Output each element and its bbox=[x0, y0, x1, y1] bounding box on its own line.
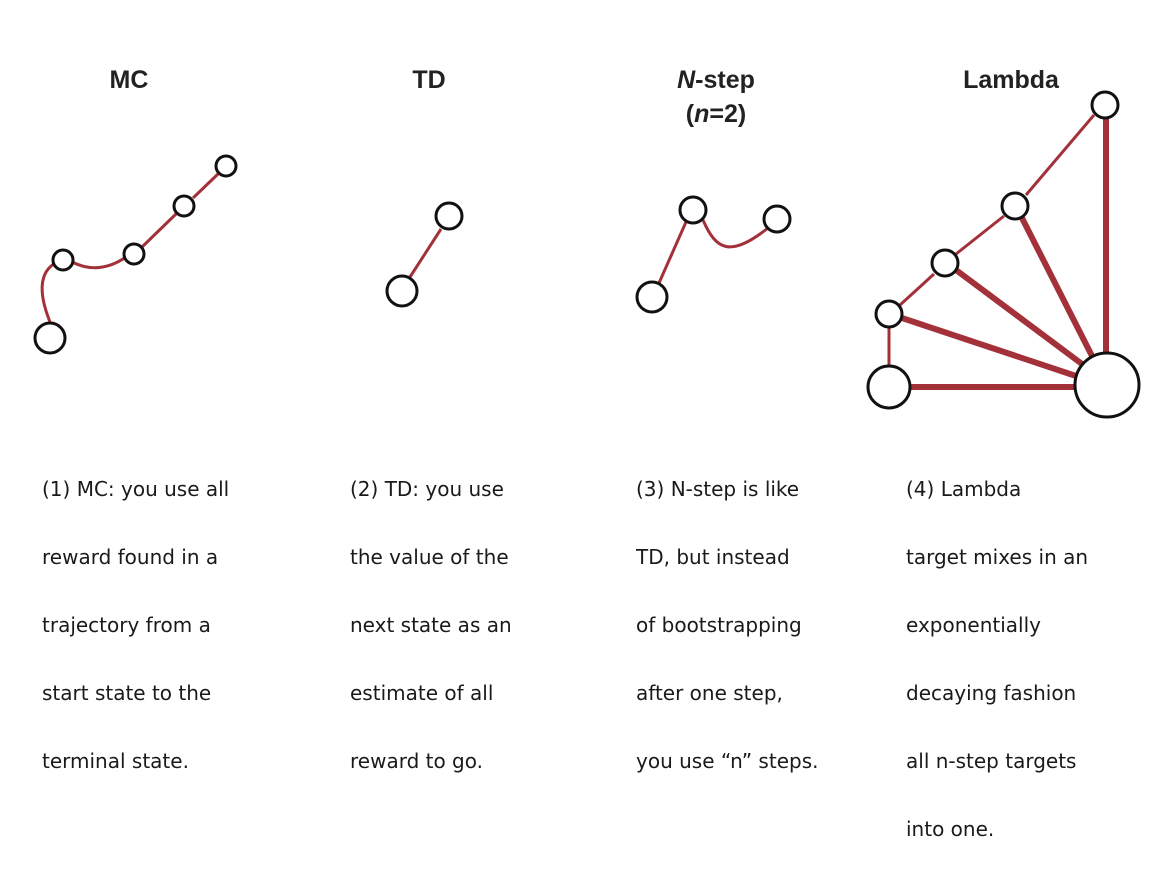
nstep-title-suffix: -step bbox=[695, 66, 755, 94]
nstep-title-rest: =2) bbox=[709, 100, 747, 128]
lambda-caption: (4) Lambda target mixes in an exponentia… bbox=[906, 438, 1146, 880]
mc-node bbox=[172, 194, 196, 218]
lambda-target-node bbox=[1073, 351, 1141, 419]
caption-line: into one. bbox=[906, 817, 995, 841]
mc-edge-4 bbox=[191, 172, 220, 200]
td-start-node bbox=[385, 274, 419, 308]
caption-line: estimate of all bbox=[350, 681, 494, 705]
nstep-title-line2: (n=2) bbox=[616, 97, 816, 131]
nstep-title-n: N bbox=[677, 66, 696, 94]
caption-line: after one step, bbox=[636, 681, 783, 705]
mc-graph bbox=[33, 154, 238, 355]
caption-line: (4) Lambda bbox=[906, 477, 1022, 501]
rl-targets-diagram bbox=[33, 90, 1141, 419]
lambda-node bbox=[1090, 90, 1120, 120]
nstep-start-node bbox=[635, 280, 669, 314]
nstep-edge-1 bbox=[657, 221, 688, 284]
nstep-title-n-small: n bbox=[694, 100, 710, 128]
lambda-target-edge bbox=[954, 267, 1084, 367]
caption-line: TD, but instead bbox=[636, 545, 790, 569]
caption-line: start state to the bbox=[42, 681, 212, 705]
caption-line: decaying fashion bbox=[906, 681, 1077, 705]
lambda-title: Lambda bbox=[963, 66, 1059, 94]
nstep-edge-2 bbox=[701, 219, 769, 249]
nstep-caption: (3) N-step is like TD, but instead of bo… bbox=[636, 438, 866, 812]
mc-caption: (1) MC: you use all reward found in a tr… bbox=[42, 438, 242, 812]
lambda-start-node bbox=[866, 364, 912, 410]
td-next-node bbox=[434, 201, 464, 231]
caption-line: target mixes in an bbox=[906, 545, 1089, 569]
mc-title: MC bbox=[109, 66, 149, 94]
nstep-title: N-step (n=2) bbox=[616, 63, 816, 131]
mc-node bbox=[122, 242, 146, 266]
caption-line: trajectory from a bbox=[42, 613, 211, 637]
mc-start-node bbox=[33, 321, 67, 355]
nstep-node bbox=[678, 195, 708, 225]
nstep-title-line1: N-step bbox=[616, 63, 816, 97]
nstep-node bbox=[762, 204, 792, 234]
lambda-target-edge bbox=[1019, 216, 1095, 358]
td-title: TD bbox=[412, 66, 446, 94]
nstep-title-paren: ( bbox=[685, 100, 695, 128]
mc-terminal-node bbox=[214, 154, 238, 178]
caption-line: the value of the bbox=[350, 545, 509, 569]
nstep-graph bbox=[635, 195, 792, 314]
lambda-trajectory-edge bbox=[898, 272, 936, 307]
lambda-node bbox=[874, 299, 904, 329]
caption-line: (3) N-step is like bbox=[636, 477, 800, 501]
caption-line: (1) MC: you use all bbox=[42, 477, 230, 501]
lambda-target-edge bbox=[901, 315, 1077, 379]
td-graph bbox=[385, 201, 464, 308]
mc-edge-2 bbox=[71, 255, 127, 270]
caption-line: terminal state. bbox=[42, 749, 189, 773]
caption-line: all n-step targets bbox=[906, 749, 1077, 773]
lambda-node bbox=[930, 248, 960, 278]
td-caption: (2) TD: you use the value of the next st… bbox=[350, 438, 570, 812]
caption-line: (2) TD: you use bbox=[350, 477, 504, 501]
caption-line: next state as an bbox=[350, 613, 512, 637]
caption-line: reward found in a bbox=[42, 545, 219, 569]
lambda-trajectory-edge bbox=[1024, 114, 1096, 196]
caption-line: reward to go. bbox=[350, 749, 483, 773]
lambda-graph bbox=[866, 90, 1141, 419]
td-edge bbox=[408, 228, 443, 278]
caption-line: of bootstrapping bbox=[636, 613, 802, 637]
caption-line: exponentially bbox=[906, 613, 1041, 637]
mc-edge-3 bbox=[140, 212, 178, 249]
lambda-trajectory-edge bbox=[955, 214, 1005, 256]
caption-line: you use “n” steps. bbox=[636, 749, 819, 773]
lambda-node bbox=[1000, 191, 1030, 221]
mc-node bbox=[51, 248, 75, 272]
